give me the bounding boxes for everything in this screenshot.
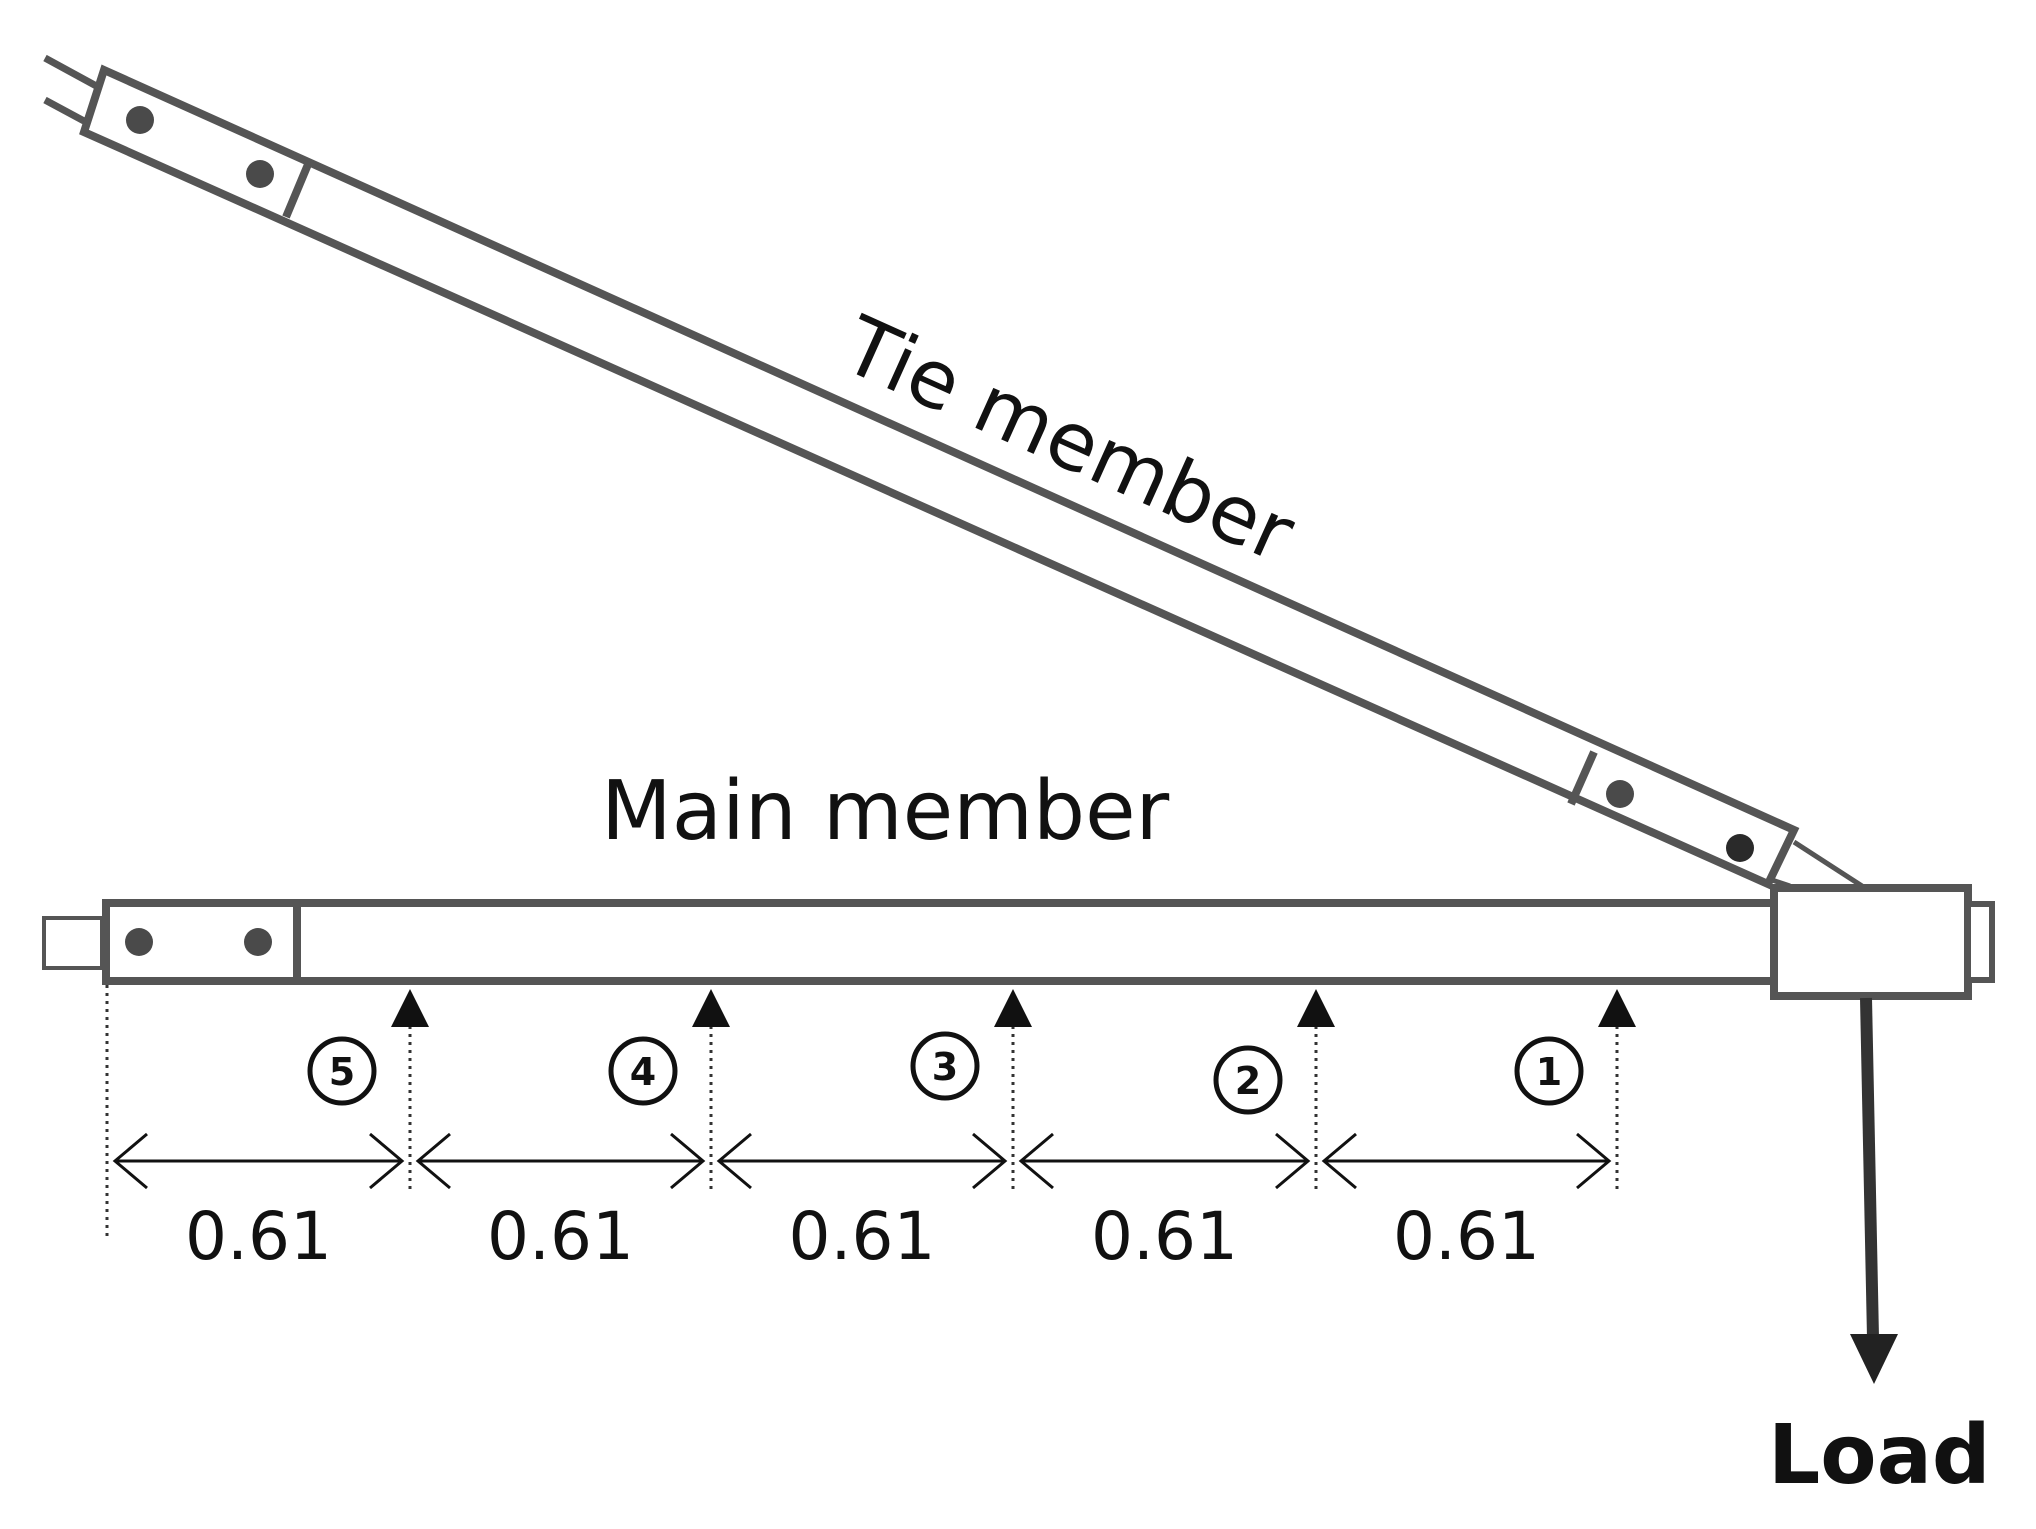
- support-arrow: [994, 989, 1032, 1027]
- support-arrow: [692, 989, 730, 1027]
- support-marker-circle: [1514, 1036, 1584, 1106]
- dimension-arrowhead-right: [1576, 1132, 1612, 1190]
- support-marker-circle: [1213, 1045, 1283, 1115]
- support-arrow: [1297, 989, 1335, 1027]
- dimension-arrowhead-left: [112, 1132, 148, 1190]
- dimension-arrowhead-right: [369, 1132, 405, 1190]
- tie-member: [43, 54, 1864, 890]
- tie-end-plate-divider-left: [282, 160, 313, 219]
- load-arrow-shaft: [1860, 997, 1879, 1339]
- dimension-arrowhead-right: [972, 1132, 1008, 1190]
- main-member: [42, 884, 1995, 1000]
- dimension-label: 0.61: [487, 1198, 634, 1275]
- dimension-arrowhead-left: [716, 1132, 752, 1190]
- support-number: 5: [329, 1050, 355, 1094]
- dimension-label: 0.61: [789, 1198, 936, 1275]
- tie-end-plate-divider-right: [1567, 750, 1598, 806]
- dimension-arrowhead-right: [1275, 1132, 1311, 1190]
- tie-connector-line: [1792, 839, 1864, 889]
- supports-layer: 5 0.61 4 0.61 3 0.61 2 0.61 1 0.61: [112, 989, 1636, 1275]
- tie-bolt: [1726, 834, 1754, 862]
- load-arrow: [1850, 997, 1898, 1384]
- main-bolt: [125, 928, 153, 956]
- support-number: 3: [932, 1045, 958, 1089]
- support-number: 4: [630, 1050, 656, 1094]
- support-arrow: [1598, 989, 1636, 1027]
- main-bolt: [244, 928, 272, 956]
- tie-stub-line-upper: [43, 54, 102, 92]
- dimension-label: 0.61: [1091, 1198, 1238, 1275]
- dimension-arrowhead-left: [1321, 1132, 1357, 1190]
- dimension-arrowhead-right: [670, 1132, 706, 1190]
- support-number: 2: [1235, 1059, 1261, 1103]
- tie-stub-line-lower: [43, 96, 86, 125]
- dimension-label: 0.61: [185, 1198, 332, 1275]
- dimension-arrowhead-left: [415, 1132, 451, 1190]
- support-number: 1: [1536, 1050, 1562, 1094]
- load-arrowhead: [1850, 1334, 1898, 1384]
- dimension-label: 0.61: [1393, 1198, 1540, 1275]
- dimension-arrowhead-left: [1018, 1132, 1054, 1190]
- support-marker-circle: [608, 1036, 678, 1106]
- main-member-body: [102, 899, 1784, 985]
- load-block: [1770, 884, 1972, 1000]
- tie-bolt: [126, 106, 154, 134]
- main-member-label: Main member: [601, 764, 1170, 859]
- main-end-stub: [42, 916, 104, 970]
- tie-bolt: [246, 160, 274, 188]
- load-block-stub: [1965, 901, 1995, 983]
- support-marker-circle: [307, 1036, 377, 1106]
- support-arrow: [391, 989, 429, 1027]
- support-marker-circle: [910, 1031, 980, 1101]
- load-label: Load: [1768, 1408, 1991, 1503]
- tie-bolt: [1606, 780, 1634, 808]
- tie-member-body: [79, 64, 1800, 890]
